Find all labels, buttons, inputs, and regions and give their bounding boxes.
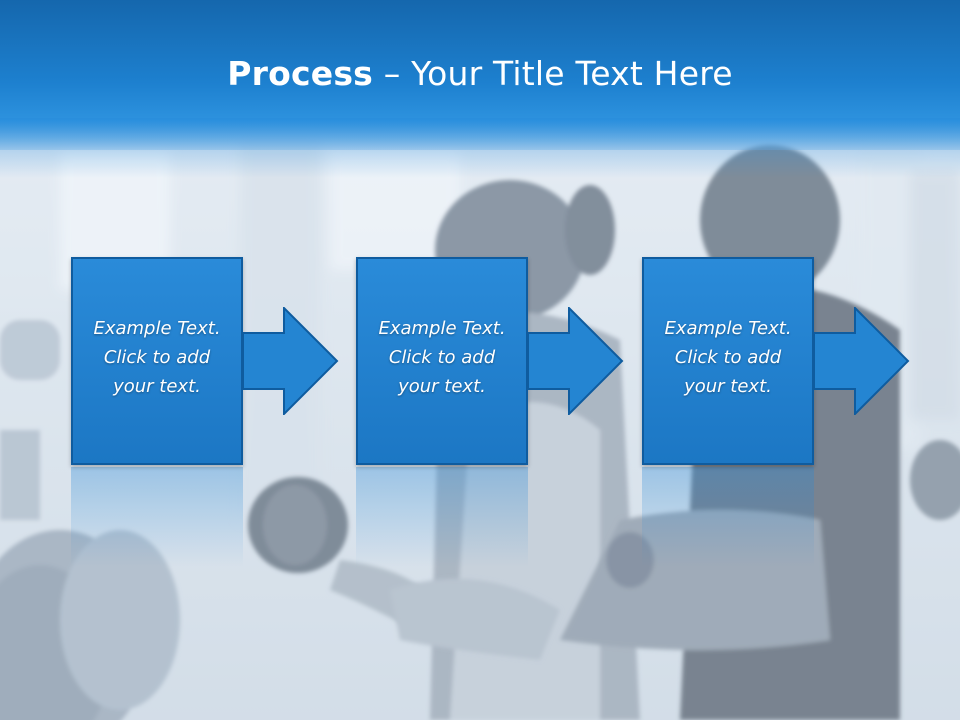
title-bold: Process — [227, 54, 374, 93]
slide-title[interactable]: Process – Your Title Text Here — [0, 52, 960, 96]
header-fade — [0, 118, 960, 178]
step-3-reflection — [642, 467, 814, 567]
arrow-right-icon — [243, 307, 339, 415]
step-1-reflection — [71, 467, 243, 567]
step-3-text[interactable]: Example Text. Click to add your text. — [664, 318, 792, 397]
arrow-right-icon — [814, 307, 910, 415]
step-2-text[interactable]: Example Text. Click to add your text. — [378, 318, 506, 397]
step-1-box[interactable]: Example Text. Click to add your text. — [71, 257, 243, 465]
step-1-text[interactable]: Example Text. Click to add your text. — [93, 318, 221, 397]
step-2-reflection — [356, 467, 528, 567]
step-2-box[interactable]: Example Text. Click to add your text. — [356, 257, 528, 465]
step-3-box[interactable]: Example Text. Click to add your text. — [642, 257, 814, 465]
title-rest: – Your Title Text Here — [373, 54, 733, 93]
arrow-right-icon — [528, 307, 624, 415]
